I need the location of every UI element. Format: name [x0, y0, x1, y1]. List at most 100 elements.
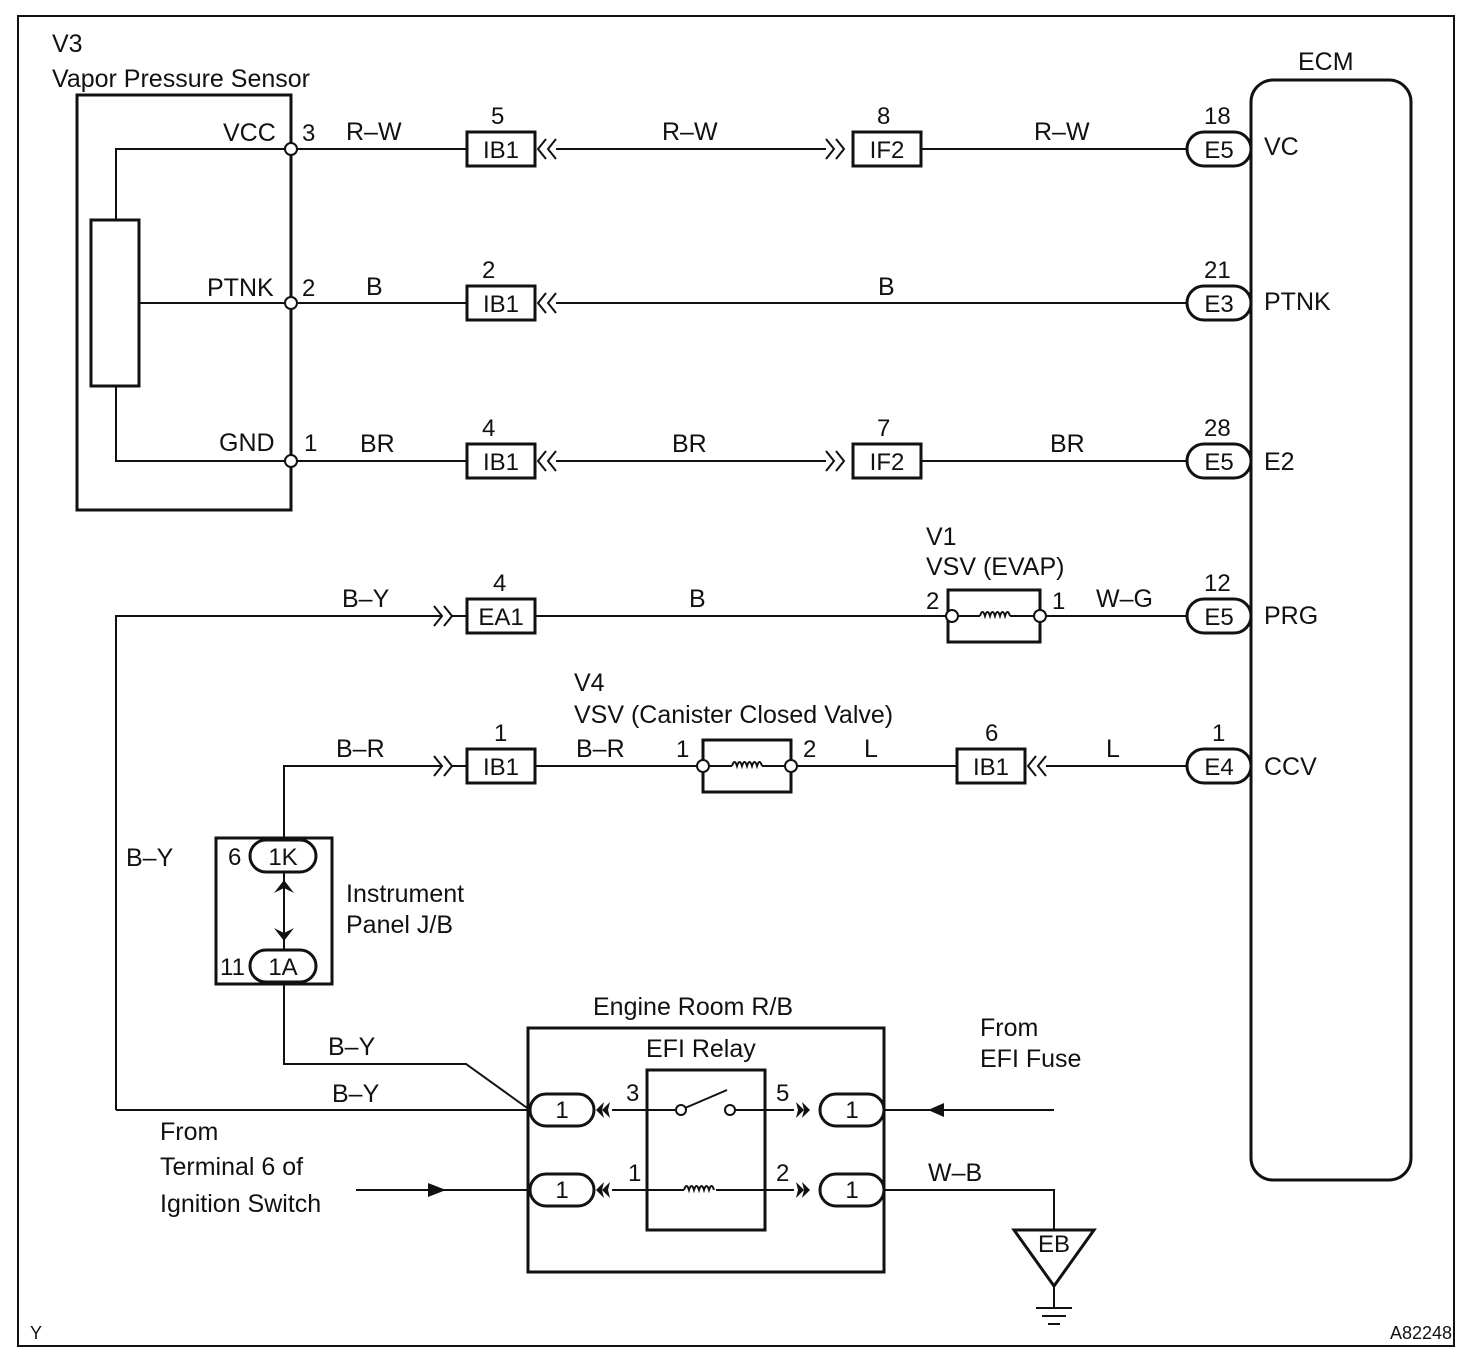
relay-box-title: Engine Room R/B: [593, 993, 793, 1021]
relay-conn-left-upper: [528, 1092, 596, 1128]
jb-name-2: Panel J/B: [346, 911, 453, 939]
svg-text:1: 1: [845, 1177, 858, 1204]
connector-ib1-gnd: [465, 442, 537, 480]
footer-right: A82248: [1390, 1323, 1452, 1343]
svg-text:IB1: IB1: [483, 754, 519, 781]
sensor-pin-name-ptnk: PTNK: [207, 274, 274, 302]
ecm-term-ptnk: PTNK: [1264, 288, 1331, 316]
svg-text:1: 1: [555, 1177, 568, 1204]
connector-ib1-ccv-a: [465, 747, 537, 785]
connector-ib1-gnd-pin: 4: [482, 415, 495, 442]
from-ign-1: From: [160, 1118, 218, 1146]
svg-text:EA1: EA1: [478, 604, 523, 631]
sensor-name: Vapor Pressure Sensor: [52, 65, 310, 93]
ecm-conn-prg: [1185, 597, 1253, 635]
svg-text:E4: E4: [1204, 754, 1233, 781]
vsv-evap-coil-icon: [979, 611, 1011, 620]
connector-if2-gnd-pin: 7: [877, 415, 890, 442]
svg-text:1: 1: [845, 1097, 858, 1124]
wire-ccv-1: B–R: [336, 735, 385, 763]
wire-gnd-1: BR: [360, 430, 395, 458]
ground-eb-symbol: [1011, 1228, 1097, 1289]
ground-eb-label: EB: [1038, 1231, 1070, 1258]
fuse-feed-arrow-icon: [928, 1103, 944, 1117]
ecm-conn-vc: [1185, 130, 1253, 168]
svg-text:IB1: IB1: [483, 137, 519, 164]
connector-ib1-ptnk: [465, 284, 537, 322]
diagram-frame: [17, 15, 1455, 1347]
vsv-ccv-pin-right: 2: [803, 736, 816, 763]
jb-link-arrow-up-icon: [274, 880, 294, 893]
ign-feed-arrow-icon: [428, 1183, 446, 1197]
svg-text:E3: E3: [1204, 291, 1233, 318]
ecm-conn-e2: [1185, 442, 1253, 480]
wire-gnd-2: BR: [672, 430, 707, 458]
connector-ea1-prg: [465, 597, 537, 635]
connector-ib1-ccv-b: [955, 747, 1027, 785]
relay-pin-2: 2: [776, 1160, 789, 1187]
ecm-conn-ccv: [1185, 747, 1253, 785]
ecm-num-vc: 18: [1204, 103, 1231, 130]
connector-if2-vcc: [851, 130, 923, 168]
relay-coil-icon: [683, 1185, 715, 1194]
connector-ib1-vcc-pin: 5: [491, 103, 504, 130]
vsv-ccv-id: V4: [574, 669, 605, 697]
wire-relay-in-upper: B–Y: [328, 1033, 376, 1061]
connector-ib1-vcc: [465, 130, 537, 168]
relay-pin-1: 1: [628, 1160, 641, 1187]
svg-text:IB1: IB1: [973, 754, 1009, 781]
ecm-term-vc: VC: [1264, 133, 1299, 161]
wire-relay-in-lower: B–Y: [332, 1080, 380, 1108]
connector-if2-gnd: [851, 442, 923, 480]
ecm-num-e2: 28: [1204, 415, 1231, 442]
svg-text:E5: E5: [1204, 604, 1233, 631]
wire-vcc-1: R–W: [346, 118, 402, 146]
ecm-term-e2: E2: [1264, 448, 1295, 476]
wire-ccv-3: L: [864, 735, 878, 763]
wire-prg-2: B: [689, 585, 706, 613]
svg-text:E5: E5: [1204, 449, 1233, 476]
relay-switch-contact-icon: [684, 1089, 728, 1109]
wire-ccv-2: B–R: [576, 735, 625, 763]
wire-left-vertical: B–Y: [126, 844, 174, 872]
wire-prg-1: B–Y: [342, 585, 390, 613]
vsv-ccv-pin-left: 1: [676, 736, 689, 763]
vsv-ccv-name: VSV (Canister Closed Valve): [574, 701, 893, 729]
svg-text:E5: E5: [1204, 137, 1233, 164]
efi-relay-label: EFI Relay: [646, 1035, 756, 1063]
footer-left: Y: [30, 1323, 42, 1343]
sensor-element: [89, 218, 141, 388]
sensor-pin-num-gnd: 1: [304, 430, 317, 457]
from-ign-3: Ignition Switch: [160, 1190, 321, 1218]
svg-text:1A: 1A: [268, 954, 297, 981]
connector-if2-vcc-pin: 8: [877, 103, 890, 130]
ecm-num-ptnk: 21: [1204, 257, 1231, 284]
connector-ib1-ccv-a-pin: 1: [494, 720, 507, 747]
relay-pin-3: 3: [626, 1080, 639, 1107]
wire-ccv-4: L: [1106, 735, 1120, 763]
wire-ptnk-2: B: [878, 273, 895, 301]
ground-icon: [1036, 1307, 1072, 1325]
efi-relay-body: [645, 1068, 767, 1232]
sensor-id: V3: [52, 30, 83, 58]
ecm-num-ccv: 1: [1212, 720, 1225, 747]
jb-pin-bottom: 11: [220, 954, 245, 981]
svg-text:IB1: IB1: [483, 449, 519, 476]
vsv-evap-pin-left: 2: [926, 588, 939, 615]
jb-name-1: Instrument: [346, 880, 464, 908]
wire-ptnk-1: B: [366, 273, 383, 301]
jb-link-arrow-down-icon: [274, 928, 294, 941]
sensor-pin-name-gnd: GND: [219, 429, 275, 457]
wire-vcc-2: R–W: [662, 118, 718, 146]
ecm-title: ECM: [1298, 48, 1354, 76]
connector-ib1-ccv-b-pin: 6: [985, 720, 998, 747]
svg-text:IF2: IF2: [870, 449, 905, 476]
from-fuse-2: EFI Fuse: [980, 1045, 1081, 1073]
wire-vcc-3: R–W: [1034, 118, 1090, 146]
connector-ea1-prg-pin: 4: [493, 570, 506, 597]
ecm-term-ccv: CCV: [1264, 753, 1317, 781]
jb-pin-top: 6: [228, 844, 241, 871]
vsv-evap-name: VSV (EVAP): [926, 553, 1064, 581]
